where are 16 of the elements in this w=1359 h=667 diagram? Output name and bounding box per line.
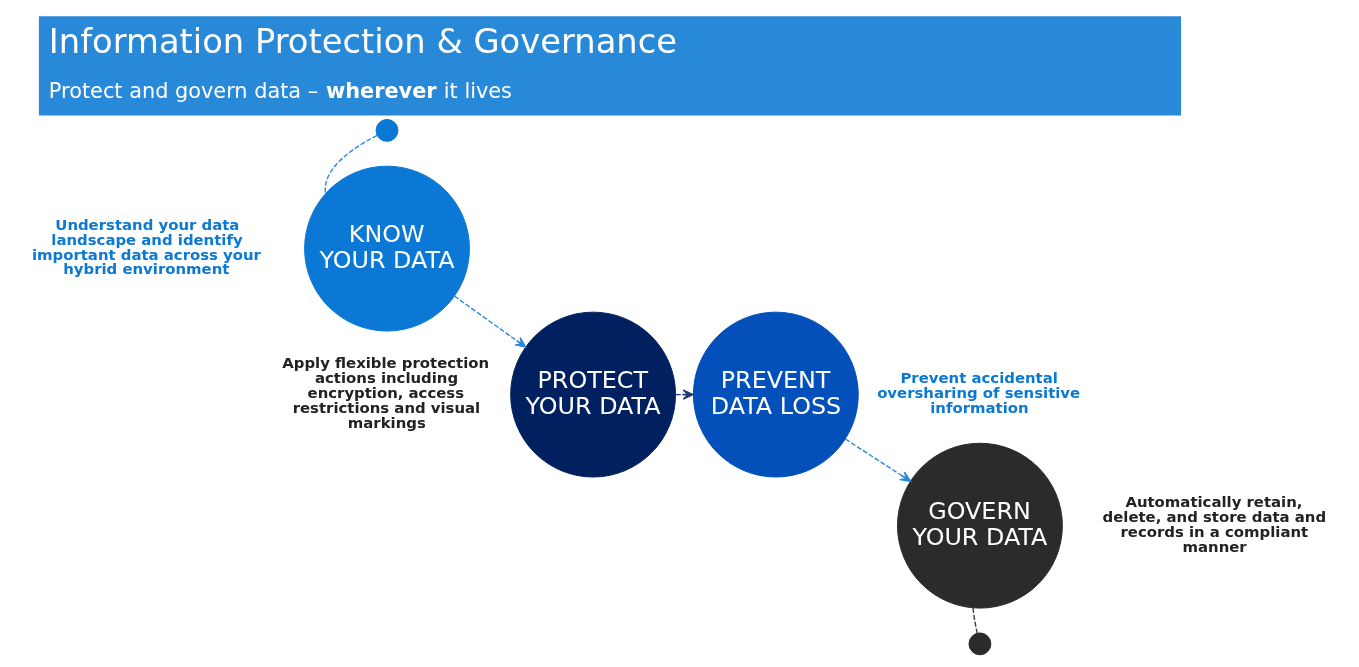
node-circle: [968, 632, 992, 656]
connector: [324, 134, 378, 195]
connector: [972, 607, 978, 634]
arrow: [675, 389, 694, 400]
node-circle: PROTECT YOUR DATA: [510, 311, 677, 478]
arrow: [844, 438, 912, 482]
node-label: Understand your data landscape and identify important data across your hybrid environment: [31, 215, 261, 279]
node-label: Automatically retain, delete, and store data and records in a compliant manner: [1102, 492, 1327, 556]
caption: Protect and govern data – wherever it lives: [48, 79, 512, 104]
diagram-title: Information Protection & Governance: [48, 22, 678, 62]
arrow: [453, 295, 527, 348]
node-circle: KNOW YOUR DATA: [304, 165, 470, 332]
node-circle: [375, 119, 399, 142]
node-circle: PREVENT DATA LOSS: [692, 311, 859, 478]
node-label: Prevent accidental oversharing of sensitive information: [877, 369, 1081, 417]
node-label: Apply flexible protection actions including encryption, access restrictions and visual markings: [282, 354, 490, 432]
